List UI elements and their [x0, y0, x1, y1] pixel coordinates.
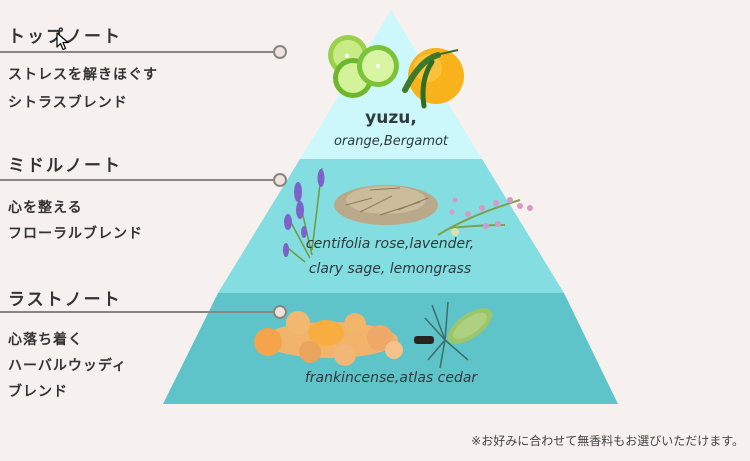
top-tier-label-main: yuzu,	[365, 108, 417, 128]
lavender-flowers	[283, 169, 325, 257]
note-base-desc-line1: 心落ち着く	[8, 332, 83, 348]
note-middle-connector-dot	[273, 173, 287, 187]
pyramid-tier-middle	[218, 159, 564, 293]
frankincense-image	[254, 311, 403, 366]
middle-tier-label-line1: centifolia rose,lavender,	[305, 236, 475, 252]
footnote: ※お好みに合わせて無香料もお選びいただけます。	[471, 434, 744, 448]
note-middle-connector-line	[0, 179, 274, 181]
note-top-connector-dot	[273, 45, 287, 59]
yuzu-fruit-image	[402, 48, 464, 109]
note-top-desc-line2: シトラスブレンド	[8, 95, 128, 111]
note-middle-desc-line1: 心を整える	[8, 200, 83, 216]
note-top-desc-line1: ストレスを解きほぐす	[8, 67, 158, 83]
top-tier-label-sub: orange,Bergamot	[333, 134, 449, 149]
note-base-connector-dot	[273, 305, 287, 319]
bergamot-slices-image	[328, 35, 399, 98]
note-base-connector-line	[0, 311, 274, 313]
mouse-cursor-icon	[56, 32, 69, 51]
middle-tier-label-line2: clary sage, lemongrass	[308, 261, 472, 277]
note-middle-desc-line2: フローラルブレンド	[8, 226, 143, 242]
lemongrass-image	[334, 185, 438, 225]
note-base-desc-line3: ブレンド	[8, 384, 68, 400]
note-base-desc-line2: ハーバルウッディ	[8, 358, 127, 374]
note-middle-title: ミドルノート	[8, 156, 122, 176]
note-base-title: ラストノート	[8, 290, 122, 310]
cedar-cone-image	[414, 301, 493, 369]
note-top-title: トップノート	[8, 27, 122, 47]
note-top-connector-line	[0, 51, 274, 53]
pyramid-tier-top	[300, 10, 482, 159]
base-tier-label: frankincense,atlas cedar	[304, 370, 478, 386]
clary-sage-image	[437, 197, 533, 236]
